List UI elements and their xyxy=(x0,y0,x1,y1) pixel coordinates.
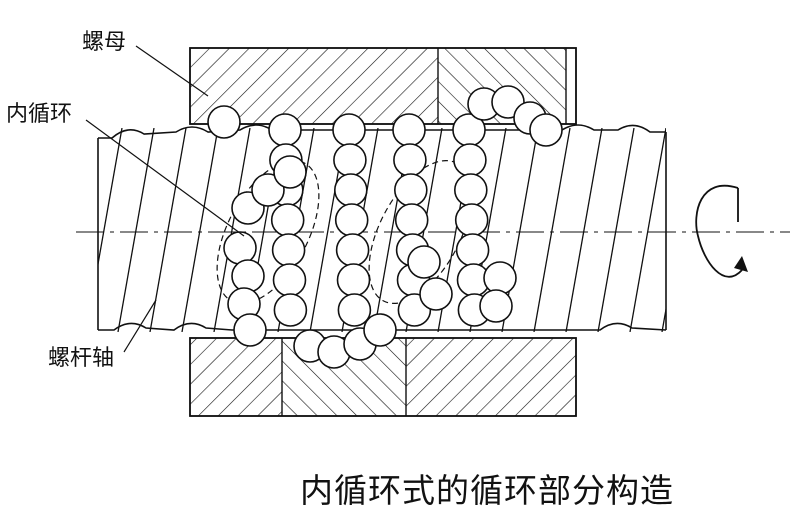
ball xyxy=(223,231,257,265)
ball xyxy=(483,261,517,295)
ball xyxy=(270,203,305,237)
ball xyxy=(453,173,488,207)
ball xyxy=(363,313,397,347)
ball xyxy=(419,277,453,311)
ball xyxy=(273,155,307,189)
ball xyxy=(332,113,366,147)
ball xyxy=(337,293,372,327)
leader-lines xyxy=(85,45,245,353)
label-screw-shaft: 螺杆轴 xyxy=(48,346,115,371)
ball xyxy=(529,113,563,147)
ball xyxy=(231,259,265,293)
nut-lower xyxy=(189,337,577,417)
ball xyxy=(393,143,427,177)
ball xyxy=(407,245,441,279)
ball xyxy=(251,173,285,207)
ball xyxy=(393,173,428,207)
ball xyxy=(333,173,368,207)
ball xyxy=(479,289,513,323)
ball xyxy=(333,143,367,177)
ball xyxy=(336,263,371,297)
screw-shaft xyxy=(97,124,667,332)
ball xyxy=(455,233,490,267)
ball xyxy=(453,143,487,177)
ball xyxy=(394,203,429,237)
ball xyxy=(233,313,267,347)
ball-chain xyxy=(207,85,563,369)
ball xyxy=(334,203,369,237)
ball xyxy=(392,113,426,147)
ball xyxy=(268,113,302,147)
ball xyxy=(272,263,307,297)
shaft-bottom-edge xyxy=(98,322,667,331)
ball xyxy=(454,203,489,237)
label-internal-circulation: 内循环 xyxy=(6,102,73,127)
label-nut: 螺母 xyxy=(82,30,127,55)
ball xyxy=(207,105,241,139)
figure-caption: 内循环式的循环部分构造 xyxy=(300,471,674,510)
rotation-arrow-icon xyxy=(695,185,748,278)
ball xyxy=(335,233,370,267)
ball xyxy=(273,293,308,327)
ball xyxy=(271,233,306,267)
shaft-top-edge xyxy=(98,124,666,139)
